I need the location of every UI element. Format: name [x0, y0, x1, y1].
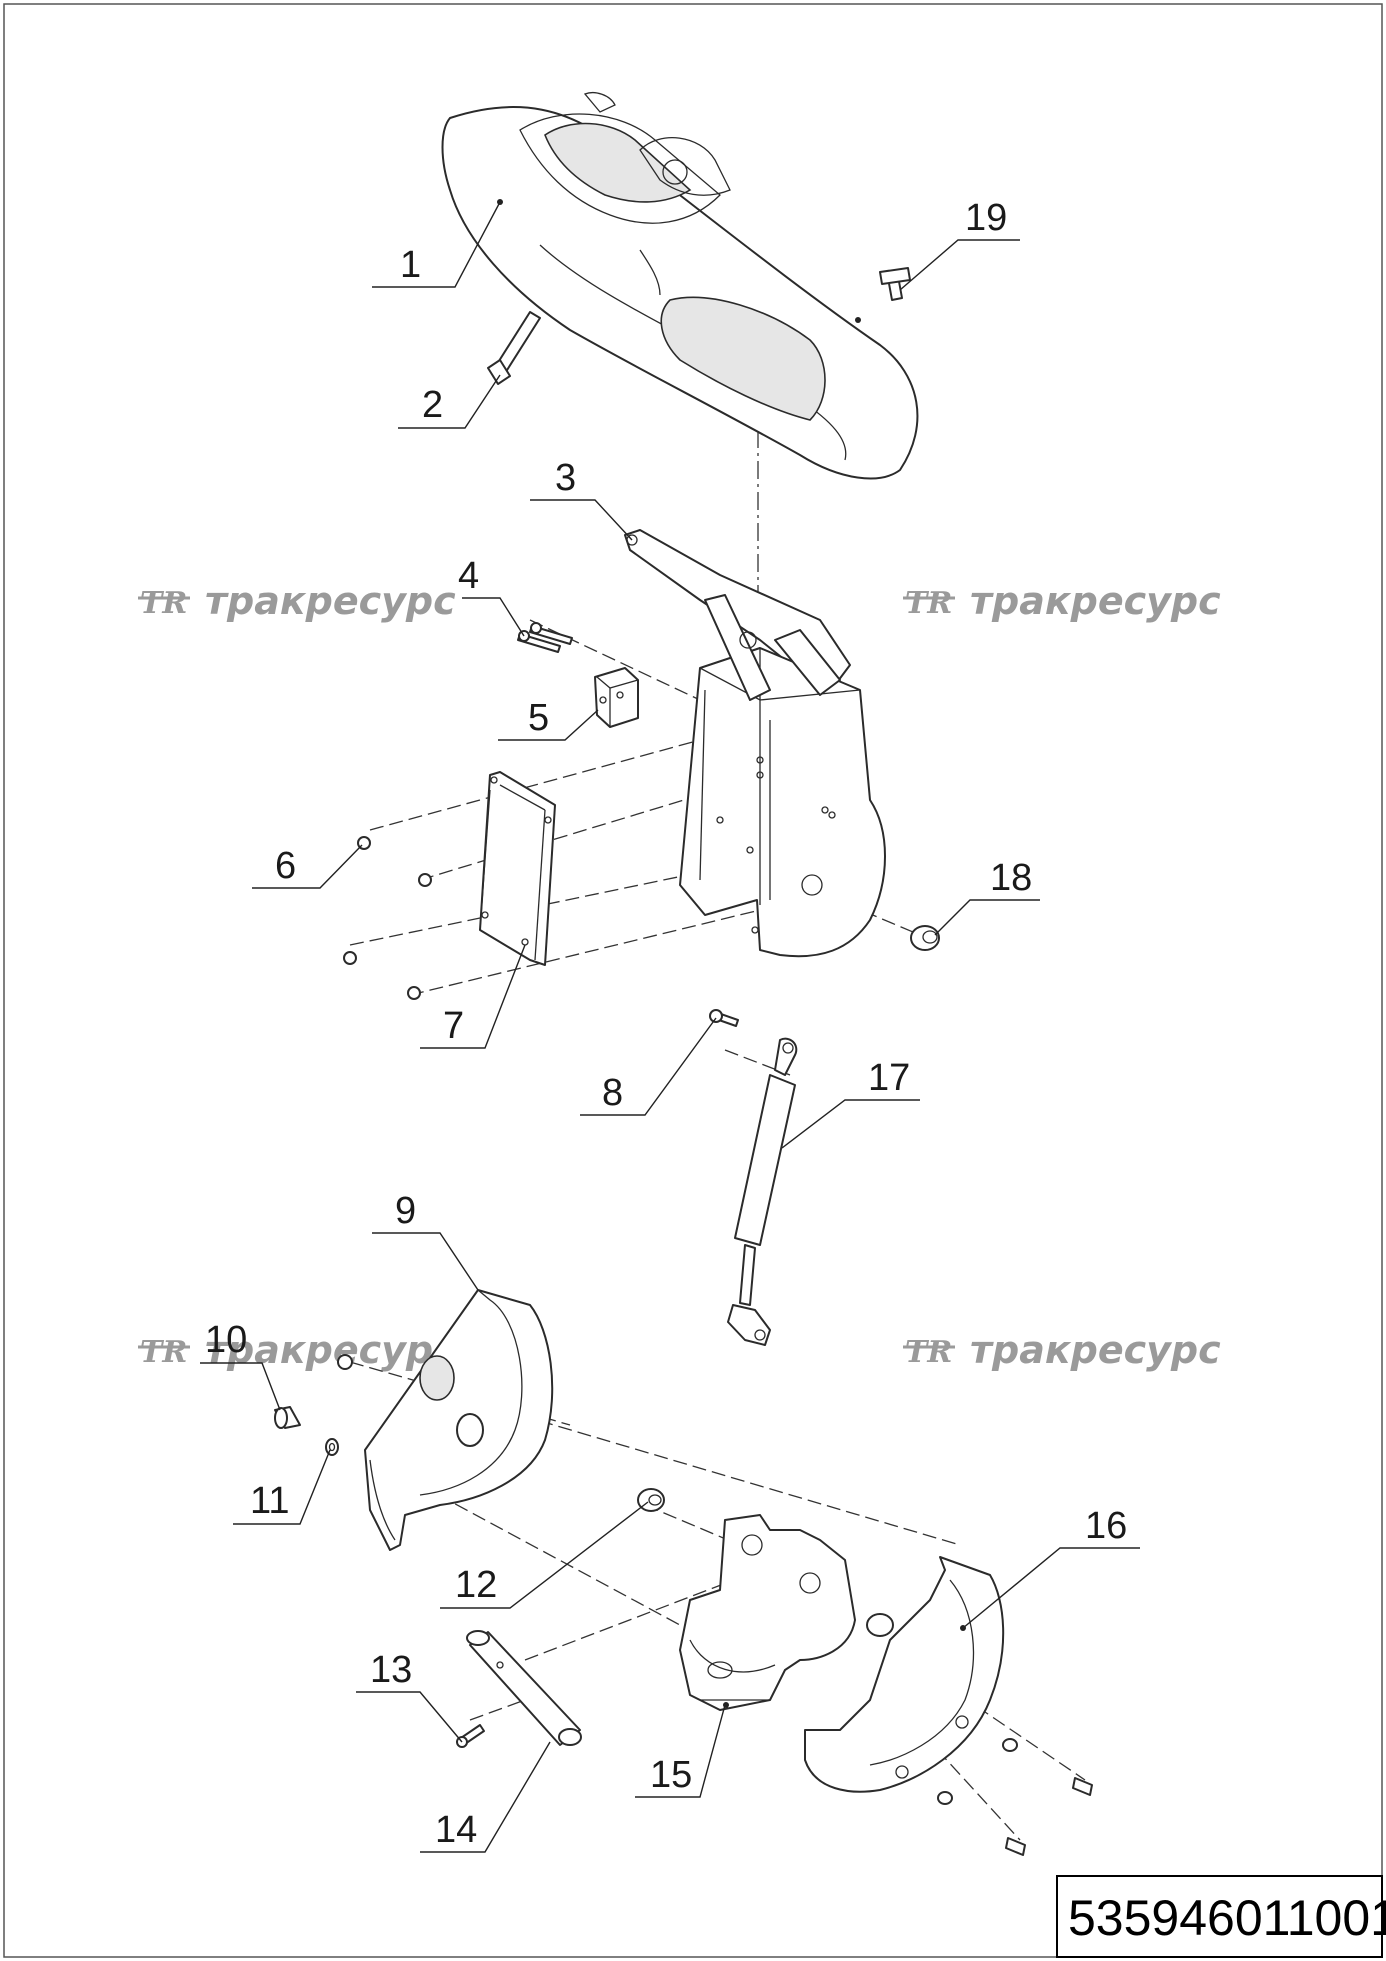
svg-text:тракресурс: тракресурс — [205, 1328, 456, 1372]
callout-4: 4 — [458, 555, 479, 597]
callout-11: 11 — [250, 1480, 289, 1522]
part-bolt-2 — [487, 311, 541, 385]
part-washer-11 — [325, 1438, 339, 1456]
part-bolt-19 — [879, 267, 911, 301]
svg-text:тракресурс: тракресурс — [205, 579, 456, 623]
part-screw-8 — [709, 1009, 739, 1027]
callout-17: 17 — [868, 1057, 910, 1099]
part-mounting-support — [679, 594, 886, 958]
part-hinge-base — [679, 1514, 856, 1711]
callout-2: 2 — [422, 384, 443, 426]
part-gas-strut — [727, 1037, 798, 1346]
callout-16: 16 — [1085, 1505, 1127, 1547]
part-bushing-18 — [910, 925, 940, 951]
drawing-code: 535946011001 — [1068, 1890, 1386, 1946]
part-fasteners-bottom-right — [937, 1738, 1093, 1856]
part-console-housing — [441, 91, 919, 480]
callout-1: 1 — [400, 244, 421, 286]
callout-10: 10 — [205, 1319, 247, 1361]
callout-13: 13 — [370, 1649, 412, 1691]
part-bolt-4 — [517, 622, 573, 653]
svg-text:тракресурс: тракресурс — [970, 579, 1221, 623]
part-screw-10 — [274, 1354, 353, 1429]
callout-7: 7 — [443, 1005, 464, 1047]
part-cover-plate — [479, 771, 556, 966]
callout-14: 14 — [435, 1809, 477, 1851]
part-bolt-13 — [456, 1724, 485, 1748]
callout-15: 15 — [650, 1754, 692, 1796]
callout-19: 19 — [965, 197, 1007, 239]
sheet-frame — [3, 3, 1383, 1958]
callout-18: 18 — [990, 857, 1032, 899]
callout-6: 6 — [275, 845, 296, 887]
watermark-top-left: TR тракресурс — [138, 579, 456, 623]
callout-12: 12 — [455, 1564, 497, 1606]
svg-text:TR: TR — [140, 1335, 187, 1370]
part-pin-14 — [466, 1630, 582, 1746]
svg-text:TR: TR — [905, 586, 952, 621]
svg-text:TR: TR — [905, 1335, 952, 1370]
callout-numbers: 1 2 3 4 5 6 7 8 9 10 11 12 13 14 15 16 1… — [205, 197, 1127, 1851]
svg-text:TR: TR — [140, 586, 187, 621]
callout-leaders — [200, 201, 1140, 1853]
callout-9: 9 — [395, 1190, 416, 1232]
watermark-bottom-left: TR тракресурс — [138, 1328, 456, 1372]
callout-3: 3 — [555, 457, 576, 499]
watermark-bottom-right: TR тракресурс — [903, 1328, 1221, 1372]
part-side-cover — [364, 1289, 554, 1551]
part-block-5 — [594, 667, 639, 728]
part-screws-6 — [343, 836, 432, 1000]
svg-text:тракресурс: тракресурс — [970, 1328, 1221, 1372]
drawing-code-box: 535946011001 — [1056, 1875, 1386, 1958]
callout-5: 5 — [528, 697, 549, 739]
watermark-top-right: TR тракресурс — [903, 579, 1221, 623]
callout-8: 8 — [602, 1072, 623, 1114]
